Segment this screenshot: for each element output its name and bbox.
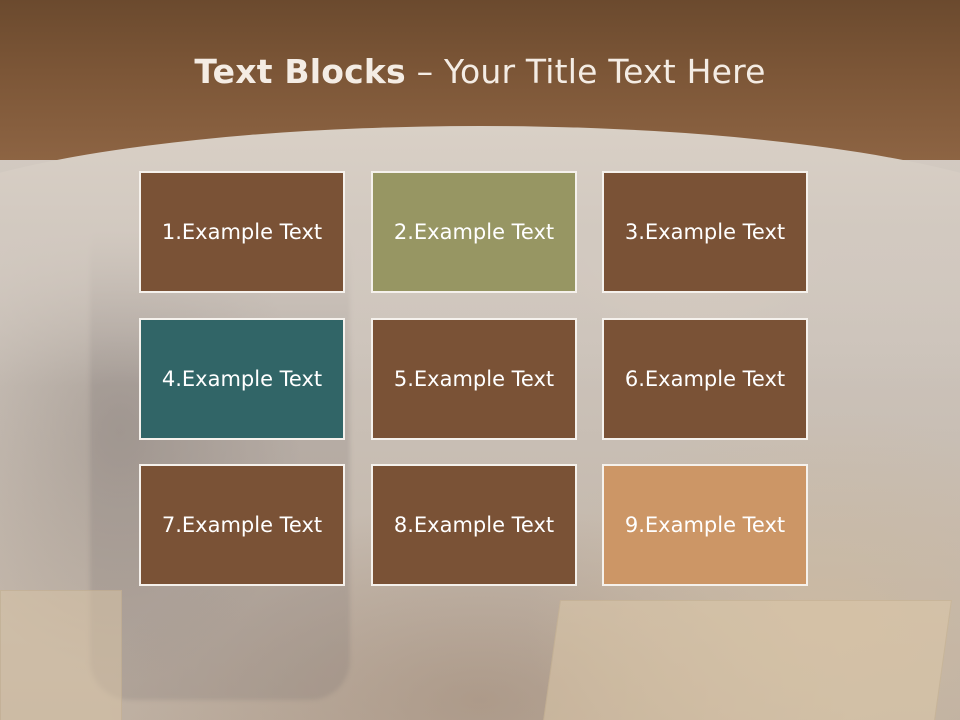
text-block-5[interactable]: 5.Example Text: [371, 318, 577, 440]
text-block-1[interactable]: 1.Example Text: [139, 171, 345, 293]
text-block-2[interactable]: 2.Example Text: [371, 171, 577, 293]
text-block-label: 2.Example Text: [393, 220, 555, 244]
text-block-label: 8.Example Text: [393, 513, 555, 537]
title-rest: – Your Title Text Here: [405, 52, 766, 91]
background-box: [0, 590, 122, 720]
text-block-6[interactable]: 6.Example Text: [602, 318, 808, 440]
text-block-9[interactable]: 9.Example Text: [602, 464, 808, 586]
text-block-label: 3.Example Text: [624, 220, 786, 244]
text-block-grid: 1.Example Text 2.Example Text 3.Example …: [139, 171, 815, 593]
slide-title[interactable]: Text Blocks – Your Title Text Here: [0, 52, 960, 91]
text-block-4[interactable]: 4.Example Text: [139, 318, 345, 440]
background-box: [540, 600, 952, 720]
text-block-label: 7.Example Text: [161, 513, 323, 537]
text-block-label: 9.Example Text: [624, 513, 786, 537]
text-block-7[interactable]: 7.Example Text: [139, 464, 345, 586]
text-block-label: 6.Example Text: [624, 367, 786, 391]
text-block-8[interactable]: 8.Example Text: [371, 464, 577, 586]
title-bold: Text Blocks: [194, 52, 406, 91]
text-block-label: 4.Example Text: [161, 367, 323, 391]
text-block-label: 5.Example Text: [393, 367, 555, 391]
text-block-3[interactable]: 3.Example Text: [602, 171, 808, 293]
text-block-label: 1.Example Text: [161, 220, 323, 244]
